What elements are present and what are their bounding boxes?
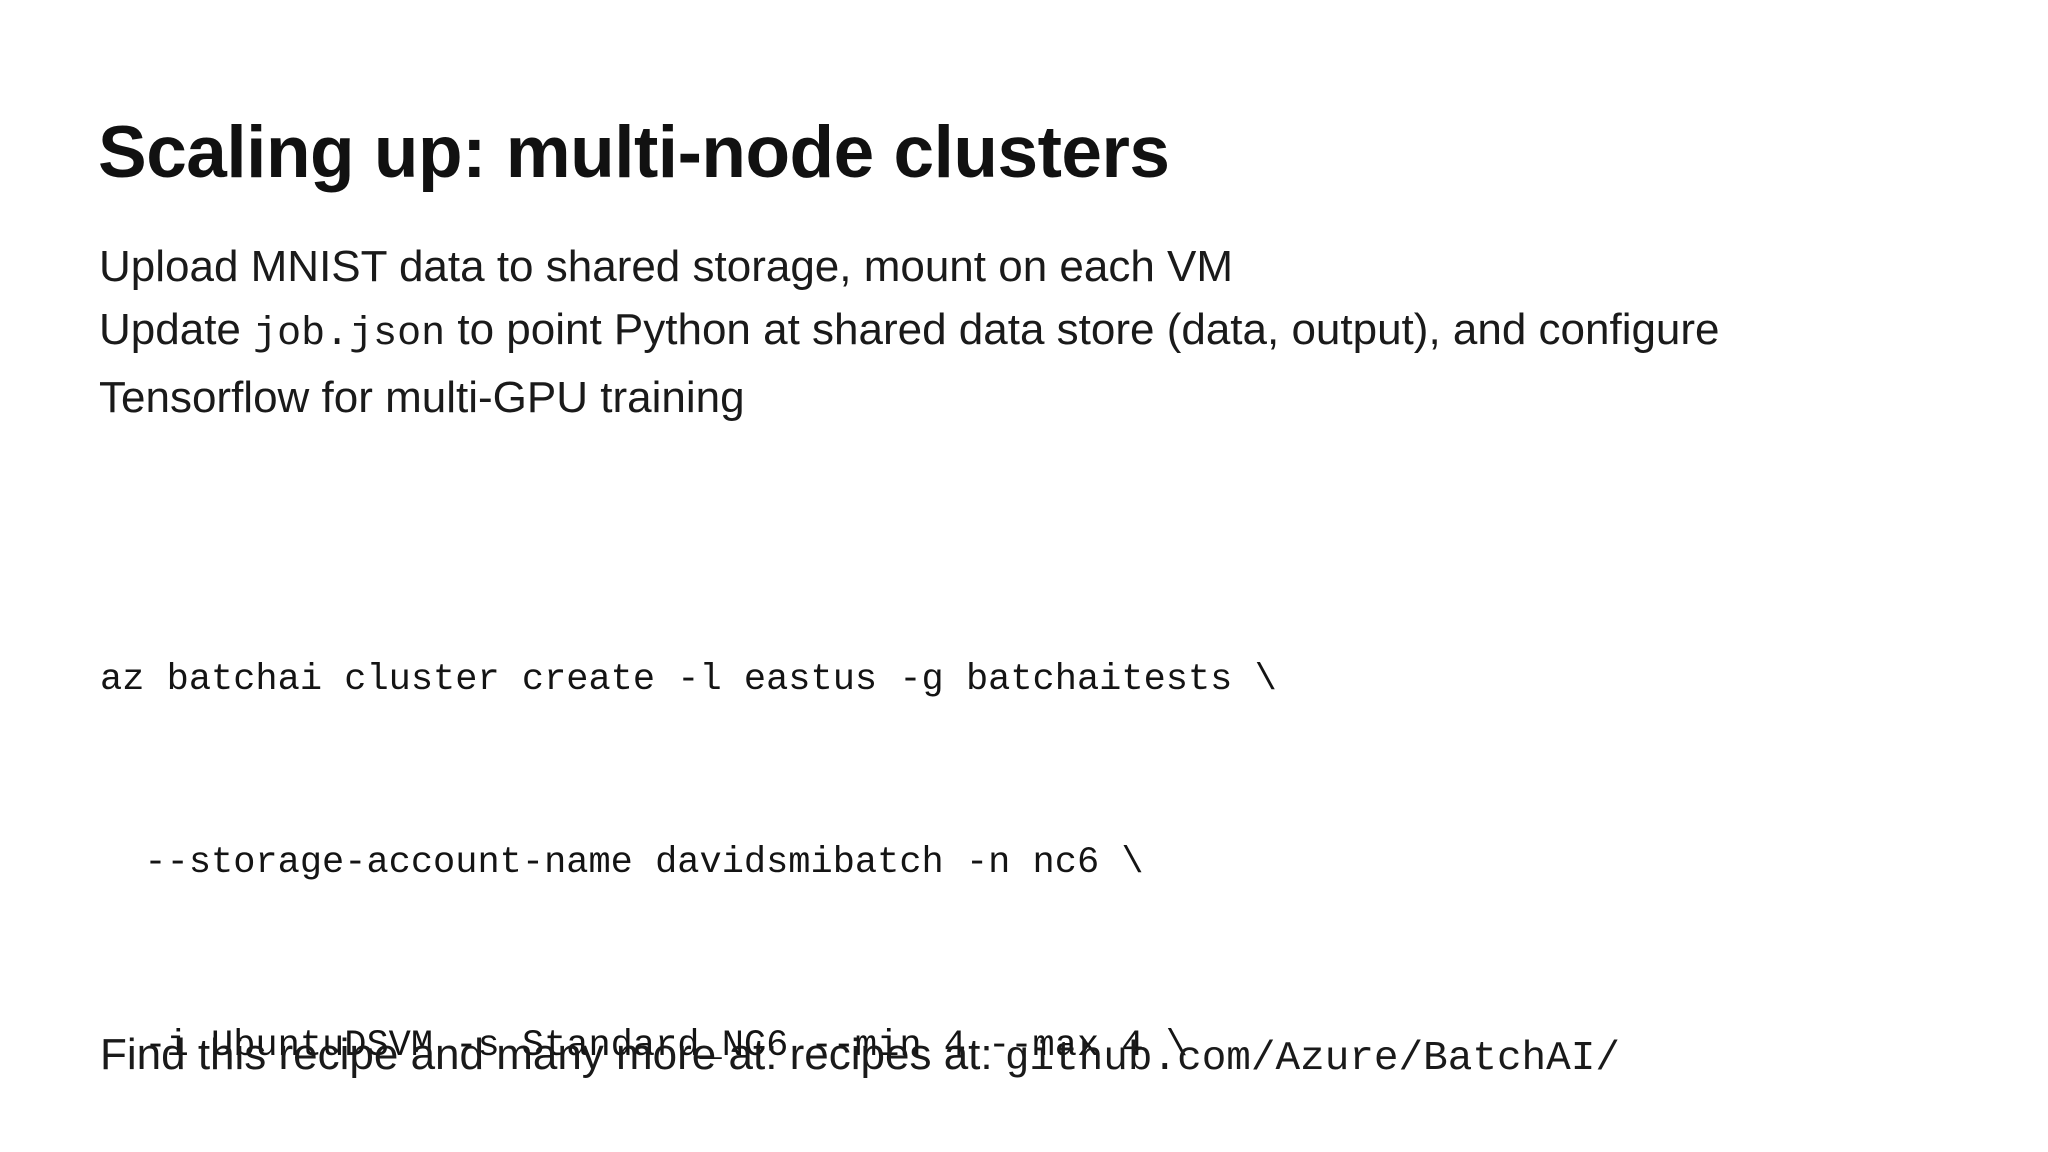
body-line-update-prefix: Update [99, 305, 254, 354]
body-line-upload: Upload MNIST data to shared storage, mou… [99, 242, 1234, 291]
code-line: az batchai cluster create -l eastus -g b… [100, 659, 1277, 701]
github-url-link[interactable]: github.com/Azure/BatchAI/ [1004, 1036, 1620, 1082]
body-text-block: Upload MNIST data to shared storage, mou… [99, 235, 1889, 429]
code-block: az batchai cluster create -l eastus -g b… [100, 528, 1366, 1152]
footer-recipe-line: Find this recipe and many more at: recip… [100, 1025, 1620, 1089]
code-line: --storage-account-name davidsmibatch -n … [100, 842, 1144, 884]
code-line: -i UbuntuDSVM -s Standard_NC6 --min 4 --… [100, 1025, 1188, 1067]
page-title: Scaling up: multi-node clusters [98, 111, 1170, 193]
job-json-code-span: job.json [253, 312, 446, 357]
body-line-update: Update job.json to point Python at share… [99, 298, 1889, 429]
body-line-update-suffix: to point Python at shared data store (da… [99, 305, 1720, 422]
footer-prefix-text: Find this recipe and many more at: recip… [100, 1030, 1005, 1079]
